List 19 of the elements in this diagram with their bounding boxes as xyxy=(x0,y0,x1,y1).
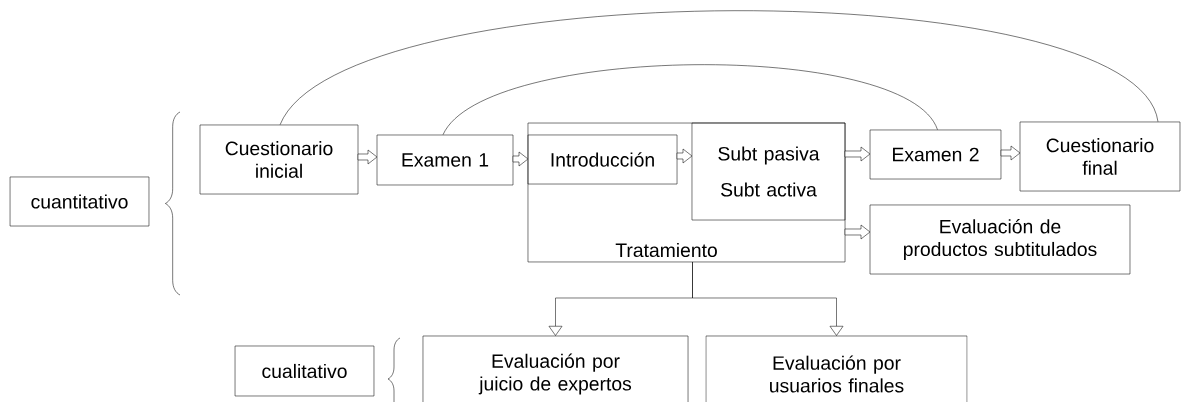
arrow xyxy=(844,146,871,162)
process-box: Evaluación por juicio de expertos xyxy=(422,335,689,402)
process-box: Cuestionario final xyxy=(1019,121,1181,192)
process-box: Evaluación de productos subtitulados xyxy=(869,204,1131,275)
process-box: Subt pasiva Subt activa xyxy=(691,122,846,221)
process-box: Examen 1 xyxy=(376,134,514,186)
category-box: cuantitativo xyxy=(9,176,150,227)
process-box: Cuestionario inicial xyxy=(199,124,359,195)
arrow xyxy=(676,148,693,164)
arrow xyxy=(357,149,378,165)
arrow xyxy=(1000,145,1021,161)
arrow xyxy=(692,261,844,336)
process-box: Evaluación por usuarios finales xyxy=(705,335,968,402)
process-box: Examen 2 xyxy=(869,129,1002,180)
connector-arc xyxy=(442,64,938,135)
arrow xyxy=(844,224,871,240)
process-box: Introducción xyxy=(527,134,678,185)
category-box: cualitativo xyxy=(234,345,375,397)
arrow xyxy=(512,151,529,167)
